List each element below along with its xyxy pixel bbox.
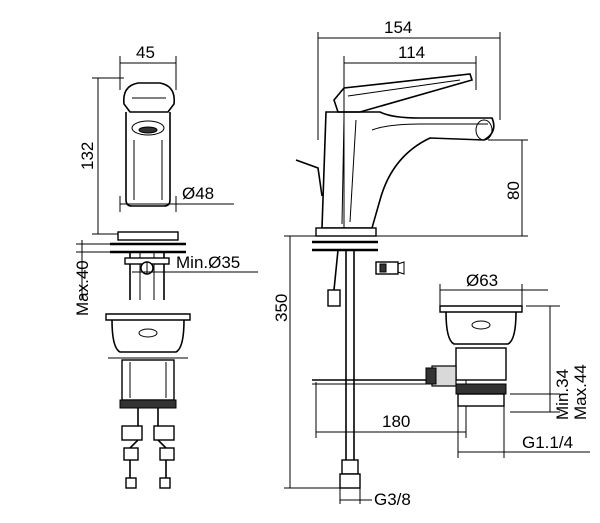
waste-thread (119, 399, 177, 409)
hose-fitting-right (159, 447, 175, 461)
side-base (315, 227, 377, 237)
label-front-diameter: Ø48 (182, 184, 214, 203)
spout-line (371, 123, 488, 131)
waste-flange (105, 313, 191, 321)
hose-nut (341, 459, 359, 475)
label-front-max: Max.40 (73, 260, 92, 316)
waste-flange-detail (439, 305, 523, 313)
side-body (321, 111, 495, 229)
waste-body (121, 359, 175, 401)
clip-detail (379, 263, 387, 273)
hose-end-right (159, 477, 171, 489)
waste-body-detail (455, 347, 507, 381)
waste-detail: Ø63 Min.34 Max.44 G1.1/4 (425, 271, 590, 458)
aerator (138, 126, 158, 134)
waste-side-nut (425, 367, 437, 385)
spout-opening (131, 120, 165, 136)
label-front-hole: Min.Ø35 (176, 253, 240, 272)
clip-part (375, 261, 405, 275)
front-base (117, 231, 179, 241)
rod-clip (327, 289, 341, 307)
hose-fitting-left (123, 447, 139, 461)
label-front-height: 132 (78, 142, 97, 170)
spout-tip (475, 119, 493, 141)
label-front-width: 45 (136, 43, 155, 62)
popup-lever (295, 159, 323, 197)
hose-right (157, 408, 167, 478)
front-body (125, 112, 171, 207)
body-line (341, 117, 345, 225)
hose-left (129, 408, 139, 478)
label-side-reach: 114 (398, 43, 425, 62)
label-hose-length: 350 (272, 294, 291, 322)
waste-bowl-detail (445, 311, 517, 345)
handle-detail (347, 79, 461, 97)
pull-rod (333, 249, 339, 291)
hose-end (339, 473, 361, 489)
side-view: 154 114 80 350 (272, 18, 528, 509)
body-line (349, 119, 357, 223)
front-view: 45 132 Ø48 Max.40 (73, 43, 258, 489)
waste-hole (138, 328, 158, 338)
label-hose-thread: G3/8 (374, 490, 411, 509)
hose-end-left (125, 477, 137, 489)
waste-hole-detail (471, 320, 491, 330)
label-waste-diameter: Ø63 (466, 271, 498, 290)
waste-thread-detail (455, 383, 507, 395)
front-handle (122, 82, 176, 113)
label-waste-min: Min.34 (553, 369, 572, 420)
waste-tail (457, 393, 505, 407)
hose-nut-right (153, 425, 175, 441)
clip-end (397, 261, 405, 275)
hose-nut-left (121, 425, 143, 441)
label-waste-thread: G1.1/4 (522, 433, 573, 452)
label-side-length: 154 (384, 18, 412, 37)
clip-body (375, 261, 399, 275)
side-handle (333, 73, 474, 113)
label-side-height: 80 (504, 181, 523, 200)
label-waste-reach: 180 (382, 412, 410, 431)
waste-bowl (111, 319, 185, 353)
label-waste-max: Max.44 (571, 364, 590, 420)
